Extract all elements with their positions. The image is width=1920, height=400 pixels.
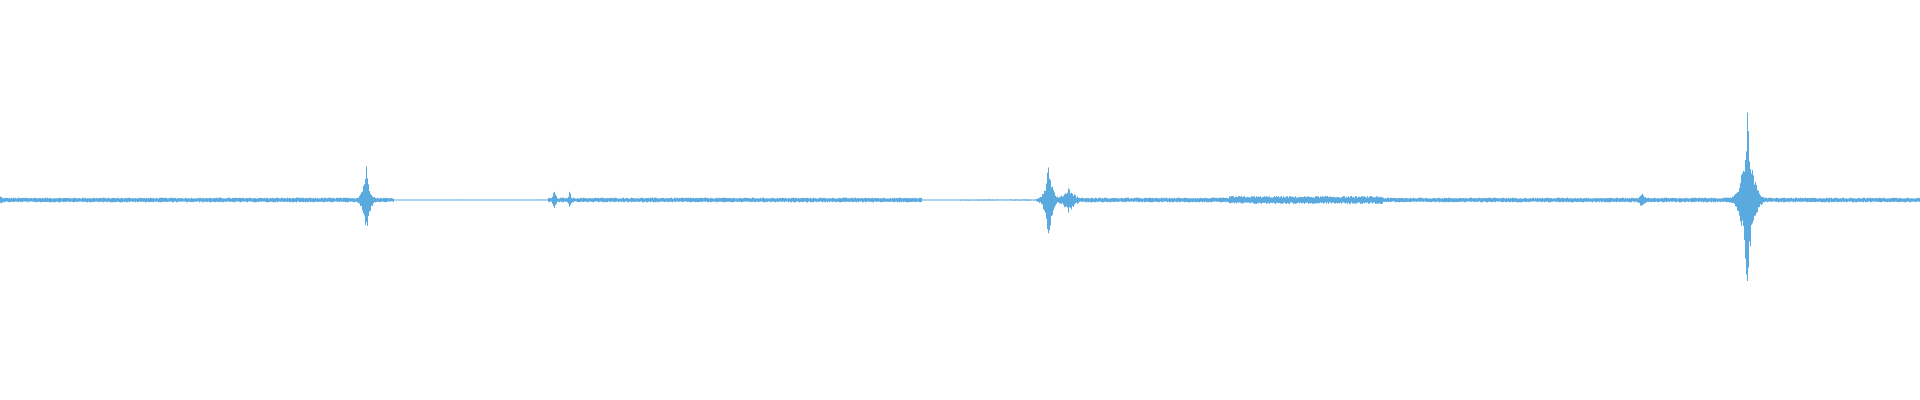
waveform-trace [0,112,1920,282]
waveform-path [0,112,1920,282]
